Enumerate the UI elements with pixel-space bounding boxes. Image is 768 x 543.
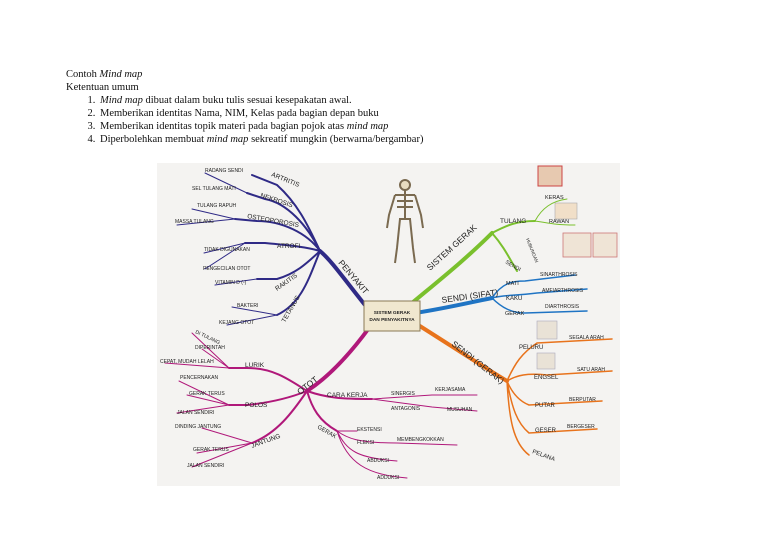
document-subtitle: Ketentuan umum [66, 82, 139, 93]
leaf-cepat-mudah-lelah: CEPAT, MUDAH LELAH [160, 359, 214, 365]
leaf-satu-arah: SATU ARAH [577, 367, 605, 373]
leaf-bergeser: BERGESER [567, 424, 595, 430]
leaf-radang-sendi: RADANG SENDI [205, 168, 243, 174]
bone-pictures [537, 165, 618, 258]
leaf-gerak-terus-jantung: GERAK TERUS [193, 447, 229, 453]
center-line-1: SISTEM GERAK [374, 310, 411, 316]
rules-list: Mind map dibuat dalam buku tulis sesuai … [66, 94, 423, 146]
branch-penyakit: PENYAKIT ARTRITIS NEKROSIS OSTEOPOROSIS … [175, 168, 371, 326]
hubungan-label: HUBUNGAN [525, 238, 539, 264]
leaf-kejang-otot: KEJANG OTOT [219, 320, 254, 326]
leaf-massa-tulang: MASSA TULANG [175, 219, 214, 225]
gerak-sendi-label: GERAK [505, 311, 525, 317]
sendi-gerak-label: SENDI (GERAK) [450, 339, 507, 386]
rule-item: Mind map dibuat dalam buku tulis sesuai … [98, 94, 423, 107]
mind-map-center: SISTEM GERAK DAN PENYAKITNYA [363, 300, 421, 332]
abduksi-label: ABDUKSI [367, 458, 389, 464]
leaf-musuhan: MUSUHAN [447, 407, 473, 413]
polos-label: POLOS [245, 402, 268, 409]
kaku-label: KAKU [506, 296, 522, 302]
leaf-kerjasama: KERJASAMA [435, 387, 466, 393]
center-line-2: DAN PENYAKITNYA [369, 317, 415, 323]
pelana-label: PELANA [531, 449, 555, 463]
rule-item: Memberikan identitas topik materi pada b… [98, 120, 423, 133]
leaf-segala-arah: SEGALA ARAH [569, 335, 604, 341]
skeleton-illustration [386, 179, 424, 264]
sendi-label: SENDI [504, 260, 522, 274]
leaf-vitamin-d: VITAMIN D (-) [215, 280, 247, 286]
engsel-label: ENGSEL [534, 375, 559, 381]
leaf-keras: KERAS [545, 195, 564, 201]
leaf-gerak-terus-polos: GERAK TERUS [189, 391, 225, 397]
nekrosis-label: NEKROSIS [259, 192, 294, 209]
leaf-sel-tulang-mati: SEL TULANG MATI [192, 186, 236, 192]
document-title: Contoh Mind map [66, 69, 143, 80]
sistem-gerak-label: SISTEM GERAK [425, 222, 479, 272]
branch-otot: OTOT LURIK POLOS JANTUNG DI TULANG DIPER… [160, 326, 478, 481]
peluru-label: PELURU [519, 345, 543, 351]
leaf-bakteri: BAKTERI [237, 303, 258, 309]
mati-label: MATI [506, 281, 519, 287]
artritis-label: ARTRITIS [270, 171, 301, 189]
leaf-berputar: BERPUTAR [569, 397, 596, 403]
leaf-diperintah: DIPERINTAH [195, 345, 225, 351]
geser-label: GESER [535, 428, 557, 434]
putar-label: PUTAR [535, 403, 556, 409]
leaf-jalan-sendiri-jantung: JALAN SENDIRI [187, 463, 224, 469]
leaf-dinding-jantung: DINDING JANTUNG [175, 424, 221, 430]
leaf-jalan-sendiri-polos: JALAN SENDIRI [177, 410, 214, 416]
leaf-pengecilan-otot: PENGECILAN OTOT [203, 266, 250, 272]
sinergis-label: SINERGIS [391, 391, 416, 397]
leaf-amfiarthrosis: AMFIARTHROSIS [542, 288, 584, 294]
leaf-pencernakan: PENCERNAKAN [180, 375, 218, 381]
adduksi-label: ADDUKSI [377, 475, 399, 481]
rule-item: Memberikan identitas Nama, NIM, Kelas pa… [98, 107, 423, 120]
leaf-membengkokkan: MEMBENGKOKKAN [397, 437, 444, 443]
instructions-block: Contoh Mind map Ketentuan umum Mind map … [66, 68, 423, 146]
leaf-rawan: RAWAN [549, 219, 569, 225]
leaf-diarthrosis: DIARTHROSIS [545, 304, 580, 310]
branch-sistem-gerak: SISTEM GERAK TULANG KERAS RAWAN HUBUNGAN… [386, 165, 618, 305]
tetanus-label: TETANUS [281, 294, 302, 324]
osteoporosis-label: OSTEOPOROSIS [247, 213, 300, 229]
tulang-label: TULANG [500, 218, 526, 225]
atrofi-label: ATROFI [277, 243, 301, 250]
cara-kerja-label: CARA KERJA [327, 392, 368, 399]
leaf-tulang-rapuh: TULANG RAPUH [197, 203, 237, 209]
mind-map-image: PENYAKIT ARTRITIS NEKROSIS OSTEOPOROSIS … [157, 163, 620, 486]
leaf-tidak-digunakan: TIDAK DIGUNAKAN [204, 247, 250, 253]
fleksi-label: FLEKSI [357, 440, 374, 446]
antagonis-label: ANTAGONIS [391, 406, 421, 412]
ekstensi-label: EKSTENSI [357, 427, 382, 433]
lurik-label: LURIK [245, 362, 265, 369]
joint-picture [536, 352, 556, 370]
leaf-sinarthrosis: SINARTHROSIS [540, 272, 578, 278]
gerak-otot-label: GERAK [316, 425, 337, 441]
rule-item: Diperbolehkan membuat mind map sekreatif… [98, 133, 423, 146]
joint-picture [536, 320, 558, 340]
leaf-di-tulang: DI TULANG [194, 329, 221, 346]
